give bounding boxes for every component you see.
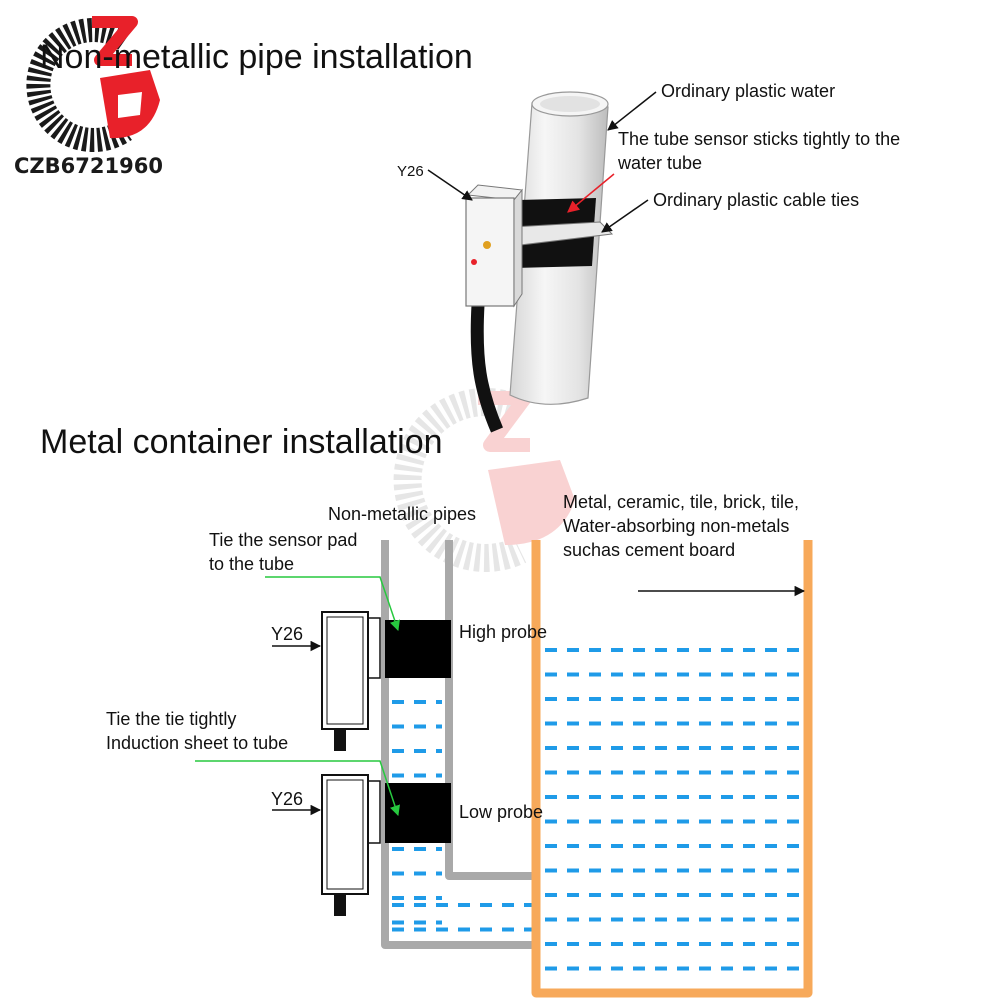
label-model-low: Y26 xyxy=(271,789,303,809)
label-tie-tight-line1: Tie the tie tightly xyxy=(106,709,236,729)
label-high-probe: High probe xyxy=(459,622,547,642)
label-cable-ties: Ordinary plastic cable ties xyxy=(653,190,859,210)
low-probe-pad xyxy=(385,783,451,843)
sensor-pad-lower xyxy=(514,236,594,268)
metal-container xyxy=(531,540,813,998)
pointer-tie-pad xyxy=(265,576,400,631)
logo-z-icon xyxy=(92,16,160,139)
high-probe-pad xyxy=(385,620,451,678)
high-probe-sensor xyxy=(321,611,369,730)
logo-brand-text: CZB6721960 xyxy=(14,154,163,178)
label-material-line1: Metal, ceramic, tile, brick, tile, xyxy=(563,492,799,512)
low-probe-assembly xyxy=(321,774,451,916)
label-tie-pad-line2: to the tube xyxy=(209,554,294,574)
pointer-tie-tight xyxy=(195,760,400,816)
arrow-model-top xyxy=(427,169,473,201)
container-water xyxy=(545,648,800,971)
pipe-illustration xyxy=(465,91,614,433)
section-title-metal: Metal container installation xyxy=(40,423,443,461)
label-low-probe: Low probe xyxy=(459,802,543,822)
label-tie-pad-line1: Tie the sensor pad xyxy=(209,530,357,550)
sensor-cable xyxy=(470,304,503,433)
arrow-sensor xyxy=(567,173,615,213)
y26-sensor-top xyxy=(465,184,523,308)
arrow-plastic-water xyxy=(607,91,657,131)
label-model-high: Y26 xyxy=(271,624,303,644)
low-probe-sensor xyxy=(321,774,369,895)
label-sensor-line1: The tube sensor sticks tightly to the xyxy=(618,129,900,149)
section-title-nonmetallic: Non-metallic pipe installation xyxy=(40,38,473,76)
watermark-center-icon xyxy=(393,388,575,572)
label-material-line2: Water-absorbing non-metals xyxy=(563,516,789,536)
label-pipes: Non-metallic pipes xyxy=(328,504,476,524)
label-model-top: Y26 xyxy=(397,163,424,180)
logo-c-icon xyxy=(26,18,132,152)
label-sensor-line2: water tube xyxy=(617,153,702,173)
brand-logo: CZB6721960 xyxy=(14,16,163,178)
non-metallic-pipe xyxy=(381,540,540,949)
arrow-cable-ties xyxy=(601,199,649,233)
label-plastic-water: Ordinary plastic water xyxy=(661,81,835,101)
label-material-line3: suchas cement board xyxy=(563,540,735,560)
label-tie-tight-line2: Induction sheet to tube xyxy=(106,733,288,753)
high-probe-assembly xyxy=(321,611,451,751)
